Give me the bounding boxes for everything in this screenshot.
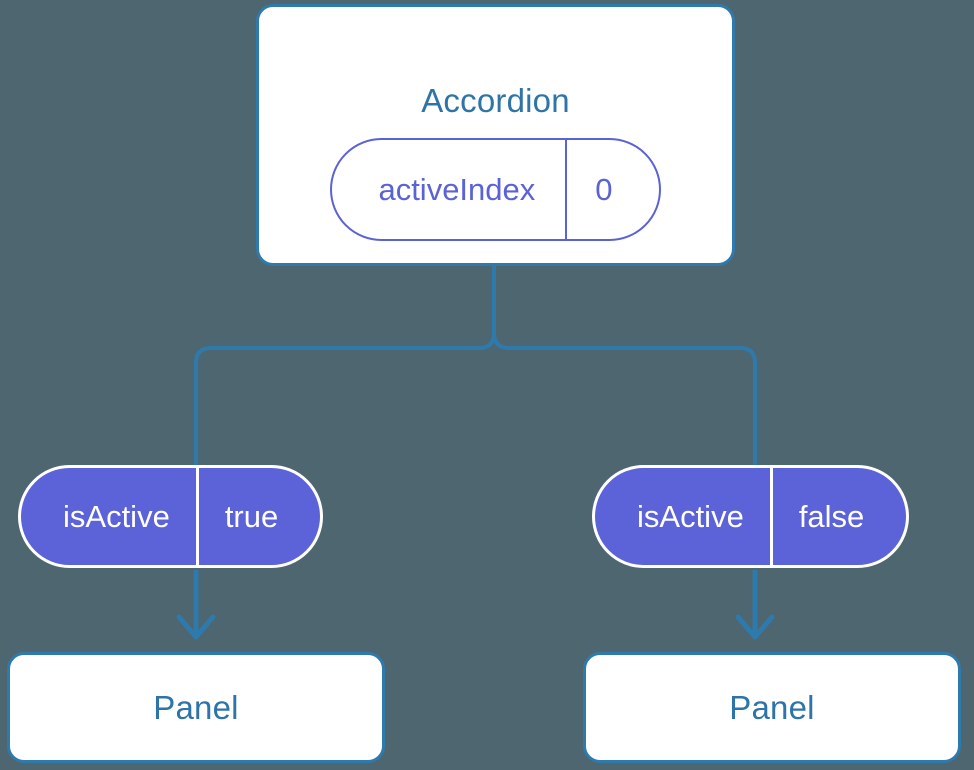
prop-pill-is-active-true[interactable]: isActive true: [18, 465, 324, 568]
connector-root-to-branches: [194, 266, 757, 465]
accordion-title-row: Accordion: [259, 82, 732, 120]
arrow-right-prop-to-panel: [735, 570, 775, 640]
node-panel-left[interactable]: Panel: [7, 652, 385, 763]
prop-pill-is-active-false[interactable]: isActive false: [592, 465, 910, 568]
node-accordion[interactable]: Accordion activeIndex 0: [256, 4, 735, 266]
accordion-prop-row: activeIndex 0: [259, 137, 732, 241]
prop-pill-key: activeIndex: [332, 139, 568, 239]
arrow-left-prop-to-panel: [176, 570, 216, 640]
prop-pill-key: isActive: [21, 468, 199, 565]
prop-pill-value: true: [224, 499, 279, 534]
node-title-panel-right: Panel: [729, 688, 815, 726]
node-panel-right[interactable]: Panel: [583, 652, 961, 763]
prop-pill-value: 0: [595, 171, 613, 207]
prop-pill-value: false: [798, 499, 865, 534]
prop-pill-key: isActive: [595, 468, 773, 565]
prop-pill-active-index[interactable]: activeIndex 0: [330, 137, 661, 241]
node-title-panel-left: Panel: [153, 688, 239, 726]
node-title-accordion: Accordion: [421, 81, 570, 119]
